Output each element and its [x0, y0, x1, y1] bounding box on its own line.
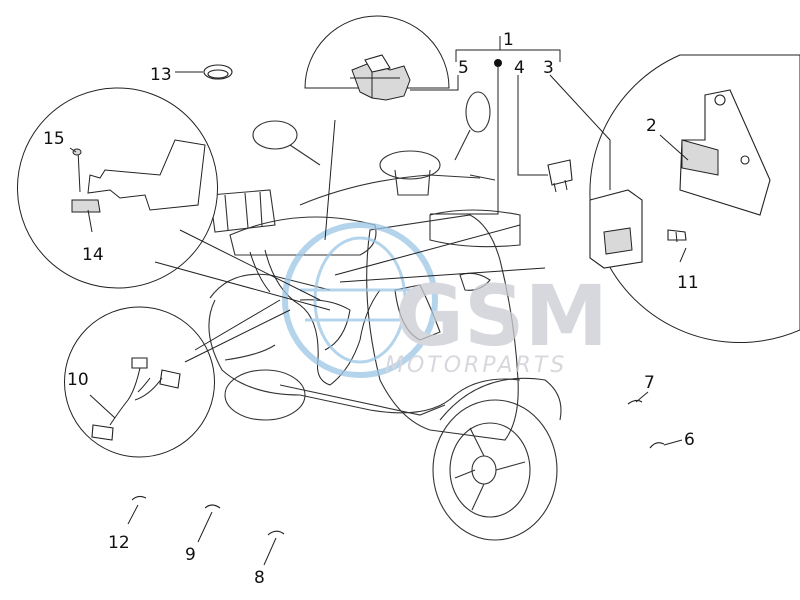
callout-9: 9 — [185, 545, 196, 565]
callout-6: 6 — [684, 430, 695, 450]
connector-dot — [494, 59, 502, 67]
scooter-illustration — [208, 91, 562, 541]
callout-5: 5 — [458, 58, 469, 78]
harness-detail-bubble — [64, 306, 215, 458]
relay-detail-bubble — [304, 15, 450, 101]
callout-labels: 1 2 3 4 5 6 7 8 9 10 11 12 13 14 15 — [43, 30, 699, 588]
callout-2: 2 — [646, 116, 657, 136]
electronics-detail-bubble — [547, 54, 800, 344]
watermark-sub: MOTORPARTS — [385, 353, 567, 378]
watermark-brand: GSM — [395, 267, 608, 365]
watermark: GSM MOTORPARTS — [282, 222, 608, 378]
callout-14: 14 — [82, 245, 104, 265]
callout-10: 10 — [67, 370, 89, 390]
callout-1: 1 — [503, 30, 514, 50]
callout-11: 11 — [677, 273, 699, 293]
callout-7: 7 — [644, 373, 655, 393]
callout-8: 8 — [254, 568, 265, 588]
callout-3: 3 — [543, 58, 554, 78]
front-wheel — [432, 399, 558, 541]
callout-12: 12 — [108, 533, 130, 553]
callout-4: 4 — [514, 58, 525, 78]
loose-parts — [131, 64, 665, 536]
leader-lines — [69, 36, 689, 566]
callout-13: 13 — [150, 65, 172, 85]
callout-15: 15 — [43, 129, 65, 149]
bracket-detail-bubble — [17, 87, 218, 289]
